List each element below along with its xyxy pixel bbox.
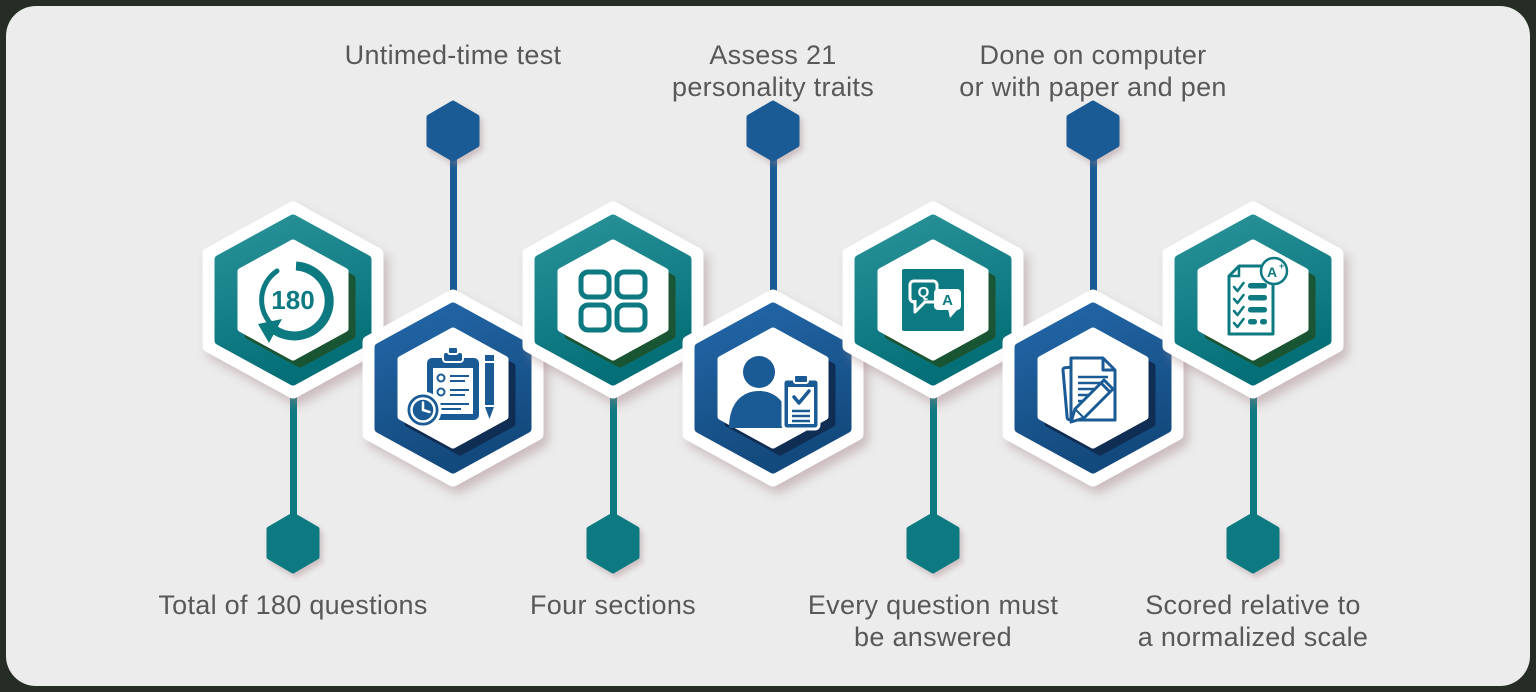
icon-a-text: A [942, 292, 953, 309]
node-label-computer-or-paper: Done on computer or with paper and pen [959, 40, 1227, 102]
node-label-assess-traits: Assess 21 personality traits [672, 40, 874, 102]
icon-180-text: 180 [271, 285, 314, 315]
mini-hexagon [265, 512, 321, 579]
graded-checklist-icon: A + [1227, 256, 1289, 336]
mini-hexagon [1225, 512, 1281, 579]
icon-grade-text: A [1267, 264, 1277, 280]
counter-180-icon: 180 [258, 261, 334, 343]
node-label-normalized-scale: Scored relative to a normalized scale [1137, 590, 1369, 652]
connector-stem [1249, 388, 1257, 518]
icon-q-text: Q [918, 284, 930, 301]
hex-node-answer-required: Q A [833, 188, 1033, 412]
connector-stem [289, 388, 297, 518]
node-label-answer-required: Every question must be answered [807, 590, 1059, 652]
connector-stem [449, 157, 457, 300]
mini-hexagon [585, 512, 641, 579]
node-label-untimed-test: Untimed-time test [344, 40, 562, 70]
hex-node-computer-or-paper [993, 276, 1193, 500]
clipboard-clock-icon [404, 346, 494, 429]
hex-node-four-sections [513, 188, 713, 412]
mini-hexagon [905, 512, 961, 579]
connector-stem [609, 388, 617, 518]
question-answer-icon: Q A [902, 269, 964, 331]
mini-hexagon [1065, 100, 1121, 167]
mini-hexagon [745, 100, 801, 167]
mini-hexagon [425, 100, 481, 167]
paper-pen-icon [1061, 356, 1117, 424]
hex-node-total-questions: 180 [193, 188, 393, 412]
node-label-four-sections: Four sections [530, 590, 696, 620]
connector-stem [1089, 157, 1097, 300]
hex-node-normalized-scale: A + [1153, 188, 1353, 412]
connector-stem [929, 388, 937, 518]
hex-node-untimed-test [353, 276, 553, 500]
person-checklist-icon [729, 356, 821, 431]
four-squares-icon [578, 269, 648, 333]
node-label-total-questions: Total of 180 questions [158, 590, 428, 620]
icon-grade-plus-text: + [1279, 261, 1284, 271]
connector-stem [769, 157, 777, 300]
hex-node-assess-traits [673, 276, 873, 500]
